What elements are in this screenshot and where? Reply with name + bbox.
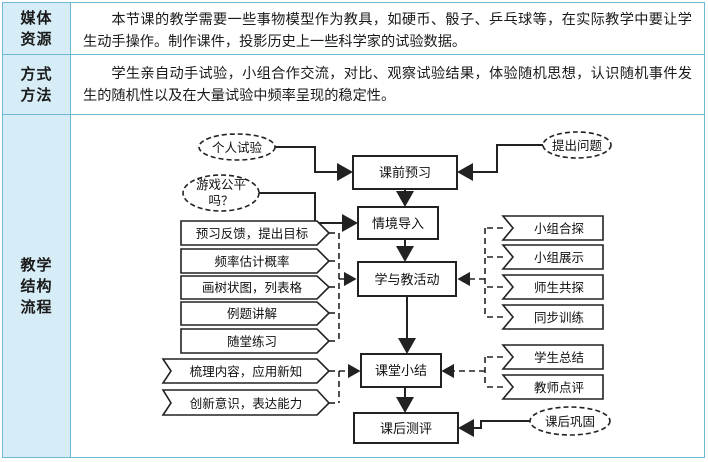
arrow-trial-preview xyxy=(275,146,353,181)
oval-text-game-fair-1: 游戏公平 xyxy=(196,177,246,192)
row-structure-flow: 教学 结构 流程 课前预习 情境导入 学与教活动 课堂小结 课后测评 xyxy=(3,115,704,457)
right-tag-text-3: 同步训练 xyxy=(534,310,585,325)
row-label-flow: 教学 结构 流程 xyxy=(3,115,71,457)
left-tag-preview-feedback xyxy=(180,220,331,246)
oval-text-personal-trial: 个人试验 xyxy=(212,140,263,155)
left-tag-tree-diagram xyxy=(180,275,331,300)
row-label-methods: 方式 方法 xyxy=(3,55,71,114)
oval-text-game-fair-2: 吗？ xyxy=(208,193,233,208)
main-label-assessment: 课后测评 xyxy=(380,422,432,437)
arrow-afterclass-assessment xyxy=(458,419,530,437)
row-label-methods-text: 方式 方法 xyxy=(20,64,53,104)
main-box-summary xyxy=(360,353,442,388)
arrow-game-intro xyxy=(259,192,358,232)
main-box-assessment xyxy=(353,412,459,444)
left-tag-text-3: 例题讲解 xyxy=(227,306,277,321)
left-tag-lower-text-1: 创新意识，表达能力 xyxy=(190,396,303,411)
left-tag-example xyxy=(180,301,331,326)
row-content-methods: 学生亲自动手试验，小组合作交流，对比、观察试验结果，体验随机思想，认识随机事件发… xyxy=(83,66,692,104)
right-tag-teacher-comment xyxy=(501,374,604,400)
left-tag-lower-text-0: 梳理内容，应用新知 xyxy=(190,364,303,379)
left-tag-text-4: 随堂练习 xyxy=(227,334,277,349)
left-tag-frequency xyxy=(180,248,331,274)
right-tag-text-0: 小组合探 xyxy=(534,221,585,236)
right-tag-student-summary xyxy=(501,344,604,370)
right-tag-group-show xyxy=(501,244,604,270)
left-tag-practice xyxy=(180,328,331,354)
main-label-summary: 课堂小结 xyxy=(375,364,427,379)
row-label-media: 媒体 资源 xyxy=(3,3,71,54)
right-tag-lower-text-1: 教师点评 xyxy=(534,380,584,395)
right-tag-text-1: 小组展示 xyxy=(534,250,584,265)
left-tag-text-0: 预习反馈，提出目标 xyxy=(196,226,309,241)
main-label-preview: 课前预习 xyxy=(379,165,431,181)
left-tag-review xyxy=(161,358,331,384)
right-tag-group-explore xyxy=(501,215,604,241)
right-tag-lower-text-0: 学生总结 xyxy=(534,350,584,365)
row-media-resources: 媒体 资源 本节课的教学需要一些事物模型作为教具，如硬币、骰子、乒乓球等，在实际… xyxy=(3,3,704,55)
right-tag-sync-training xyxy=(501,304,604,330)
left-tag-text-2: 画树状图，列表格 xyxy=(202,280,303,295)
oval-raise-question xyxy=(542,131,612,159)
arrow-question-preview xyxy=(457,144,543,181)
main-box-intro xyxy=(357,206,439,240)
teaching-flow-diagram: 课前预习 情境导入 学与教活动 课堂小结 课后测评 个人试验 xyxy=(161,131,612,444)
row-content-media: 本节课的教学需要一些事物模型作为教具，如硬币、骰子、乒乓球等，在实际教学中要让学… xyxy=(83,12,692,50)
row-label-flow-text: 教学 结构 流程 xyxy=(20,255,53,316)
oval-text-after-class: 课后巩固 xyxy=(545,414,595,429)
oval-text-raise-question: 提出问题 xyxy=(552,138,603,153)
left-tag-text-1: 频率估计概率 xyxy=(214,254,289,269)
row-methods: 方式 方法 学生亲自动手试验，小组合作交流，对比、观察试验结果，体验随机思想，认… xyxy=(3,55,704,115)
main-label-intro: 情境导入 xyxy=(372,217,424,232)
row-label-media-text: 媒体 资源 xyxy=(20,8,53,48)
right-tag-text-2: 师生共探 xyxy=(534,280,585,295)
main-label-activity: 学与教活动 xyxy=(374,272,439,288)
right-tag-teacher-student xyxy=(501,274,604,300)
left-tag-innovation xyxy=(161,389,331,416)
